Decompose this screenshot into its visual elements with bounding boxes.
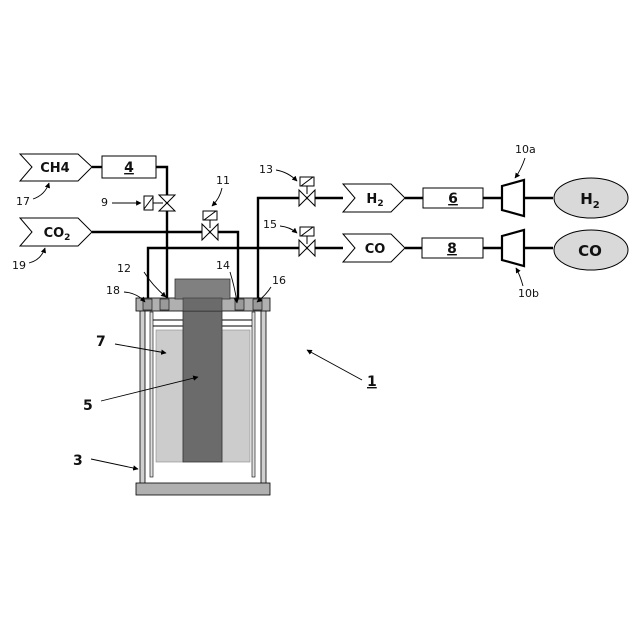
ref-6: 6 <box>448 191 458 207</box>
compressor-10b <box>502 230 524 266</box>
ref-8: 8 <box>447 241 457 257</box>
ch4-label: CH4 <box>40 161 69 176</box>
ref-19: 19 <box>12 259 26 272</box>
ref-1: 1 <box>367 374 377 390</box>
valve-11 <box>202 211 218 240</box>
ref-17: 17 <box>16 195 30 208</box>
ref-10a: 10a <box>515 143 536 156</box>
compressor-10a <box>502 180 524 216</box>
vessel-wall-left <box>140 310 145 485</box>
ref-12: 12 <box>117 262 131 275</box>
unit-6: 6 <box>423 188 483 208</box>
ref-9: 9 <box>101 196 108 209</box>
h2-label: H <box>366 192 377 207</box>
co-product-arrow: CO <box>343 234 405 262</box>
ref-13: 13 <box>259 163 273 176</box>
catalyst-bed-right <box>222 330 250 462</box>
ref-11: 11 <box>216 174 230 187</box>
ref-3: 3 <box>73 453 83 469</box>
tank-h2-label: H <box>580 190 593 208</box>
ref-15: 15 <box>263 218 277 231</box>
reference-labels: 17 19 9 11 13 15 10a 10b 12 14 16 18 <box>12 143 539 469</box>
ref-7: 7 <box>96 334 106 350</box>
co-tank: CO <box>554 230 628 270</box>
ch4-feed-pipe <box>156 167 167 305</box>
central-electrode <box>183 298 222 462</box>
ref-4: 4 <box>124 160 134 176</box>
co-label: CO <box>365 242 386 257</box>
svg-text:H2: H2 <box>366 192 383 209</box>
tank-h2-subscript: 2 <box>593 200 600 211</box>
vessel-wall-right <box>261 310 266 485</box>
h2-tank: H2 <box>554 178 628 218</box>
ch4-inlet: CH4 <box>20 154 92 181</box>
ref-18: 18 <box>106 284 120 297</box>
ref-16: 16 <box>272 274 286 287</box>
unit-8: 8 <box>422 238 483 258</box>
ref-10b: 10b <box>518 287 539 300</box>
svg-text:CO2: CO2 <box>44 226 71 243</box>
ref-5: 5 <box>83 398 93 414</box>
valve-13 <box>299 177 315 206</box>
co2-subscript: 2 <box>64 233 70 243</box>
pipes <box>92 167 553 305</box>
h2-product-arrow: H2 <box>343 184 405 212</box>
co2-label: CO <box>44 226 65 241</box>
valve-15 <box>299 227 315 256</box>
co2-inlet: CO2 <box>20 218 92 246</box>
electrode-cap <box>175 279 230 299</box>
catalyst-bed-left <box>156 330 183 462</box>
h2-subscript: 2 <box>377 199 383 209</box>
unit-4: 4 <box>102 156 156 178</box>
base-plate <box>136 483 270 495</box>
tank-co-label: CO <box>578 242 602 260</box>
valve-9 <box>144 195 175 211</box>
ref-14: 14 <box>216 259 230 272</box>
